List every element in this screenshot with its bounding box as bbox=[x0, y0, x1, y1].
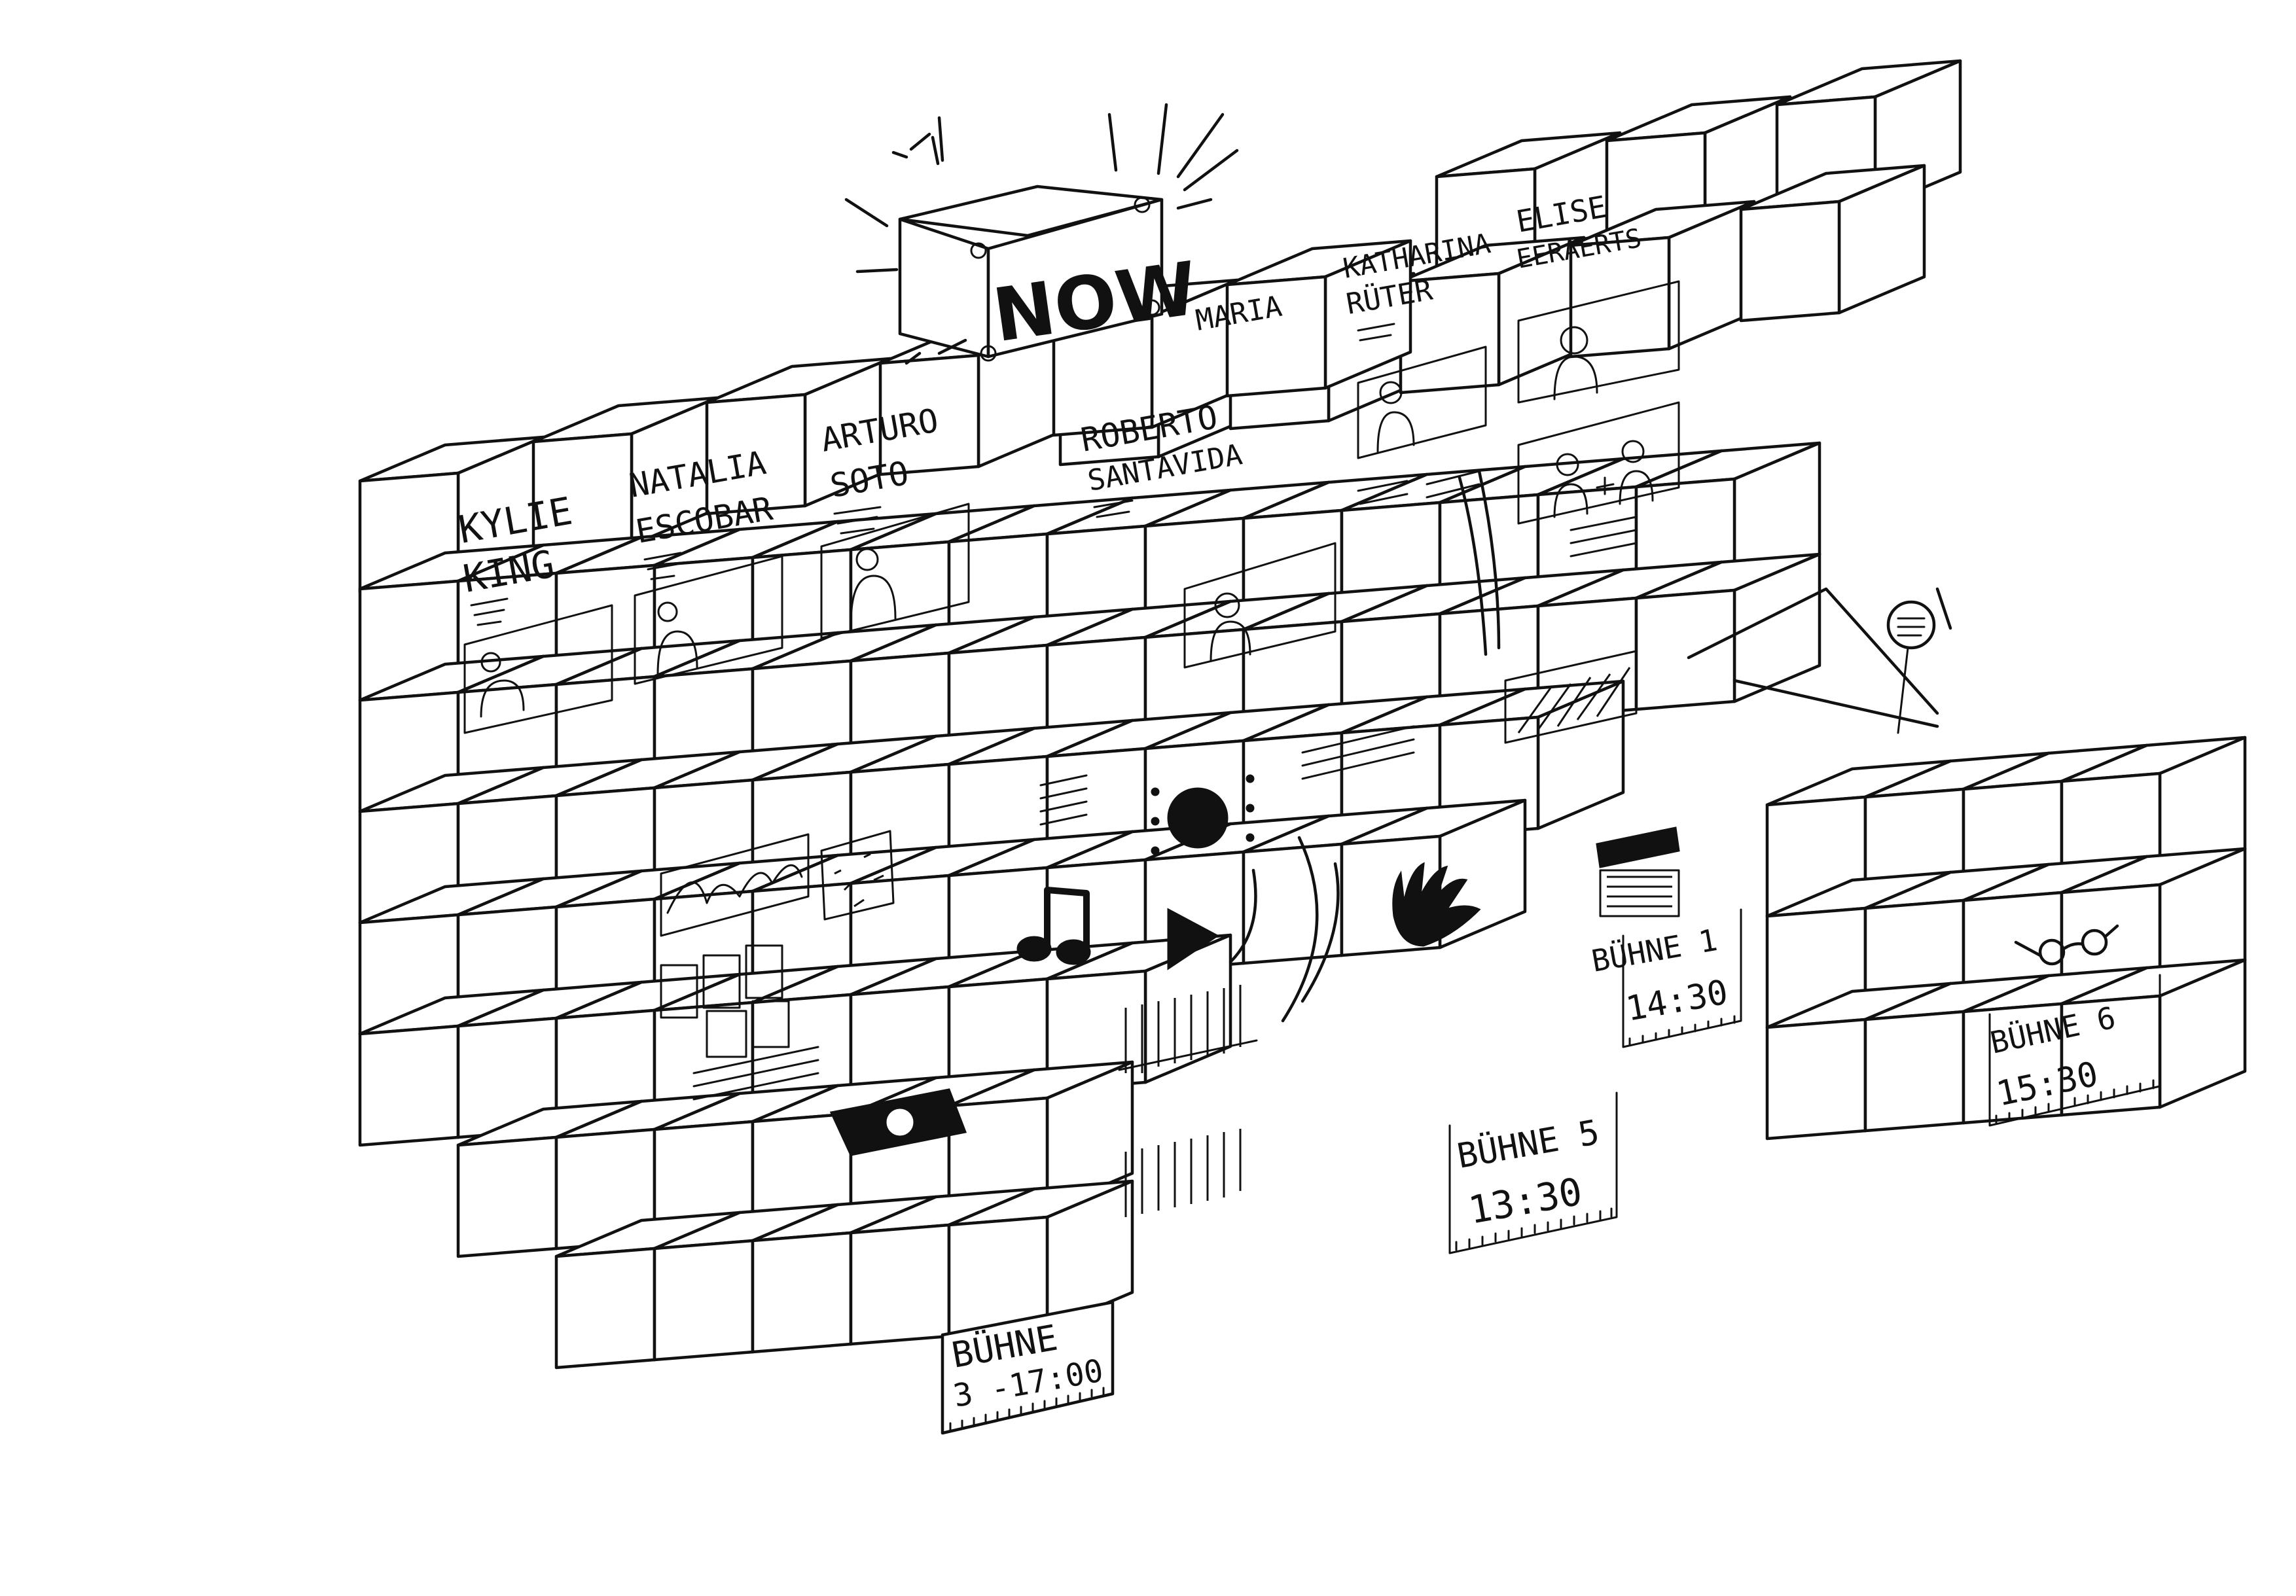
stage-5-line2: 13:30 bbox=[1465, 1169, 1586, 1232]
cube-face bbox=[1863, 1010, 1965, 1133]
document-icon bbox=[692, 470, 1638, 1101]
cube-face bbox=[751, 1231, 853, 1354]
document-grid-icon bbox=[660, 944, 790, 1058]
person-portrait-icon bbox=[463, 604, 613, 734]
glasses-icon bbox=[2014, 924, 2119, 966]
bookshelf-icon bbox=[1118, 985, 1258, 1217]
cube-face bbox=[1739, 200, 1841, 323]
stage-1-line2: 14:30 bbox=[1623, 973, 1731, 1029]
cube-face bbox=[1634, 588, 1736, 711]
camera-icon bbox=[829, 1088, 967, 1156]
person-portrait-icon bbox=[1183, 542, 1336, 669]
cube-face bbox=[1569, 236, 1671, 359]
map-icon bbox=[660, 833, 810, 937]
cube-face bbox=[1765, 1018, 1867, 1141]
cube-face bbox=[705, 393, 807, 516]
person-portrait-icon bbox=[820, 503, 970, 639]
person-portrait-icon bbox=[1517, 280, 1680, 404]
connector-strokes bbox=[1229, 469, 1952, 1023]
cube-wall bbox=[358, 59, 2247, 1370]
cube-face bbox=[2060, 994, 2162, 1117]
film-strip-icon bbox=[1504, 650, 1638, 744]
cube-face bbox=[358, 1024, 460, 1147]
cube-face bbox=[653, 1239, 755, 1362]
record-disc-icon bbox=[1151, 774, 1255, 855]
music-note-icon bbox=[1016, 887, 1091, 965]
media-icons bbox=[660, 470, 2119, 1217]
person-portrait-icon bbox=[1357, 346, 1487, 459]
cube-face bbox=[849, 1223, 951, 1346]
clapperboard-icon bbox=[1596, 826, 1680, 917]
person-portrait-icon bbox=[634, 555, 783, 685]
portrait-screens bbox=[463, 280, 1680, 734]
hand-icon bbox=[1392, 862, 1481, 947]
stage-sign-5: BÜHNE 5 13:30 bbox=[1448, 1091, 1618, 1254]
cube-face bbox=[1045, 969, 1147, 1092]
stage-sign-1: BÜHNE 1 14:30 bbox=[1589, 908, 1742, 1048]
cube-face bbox=[554, 1247, 656, 1370]
now-sign: NOW bbox=[844, 103, 1239, 365]
cube-face bbox=[1242, 842, 1344, 965]
film-strip-icon bbox=[820, 830, 895, 921]
person-portrait-icon bbox=[1517, 401, 1680, 525]
play-icon bbox=[1167, 908, 1219, 970]
stage-1-line1: BÜHNE 1 bbox=[1589, 922, 1720, 979]
stage-5-line1: BÜHNE 5 bbox=[1454, 1112, 1602, 1177]
cube-face bbox=[1225, 275, 1327, 398]
now-burst bbox=[844, 103, 1239, 365]
cube-face bbox=[878, 353, 980, 476]
cube-face bbox=[456, 1135, 558, 1258]
